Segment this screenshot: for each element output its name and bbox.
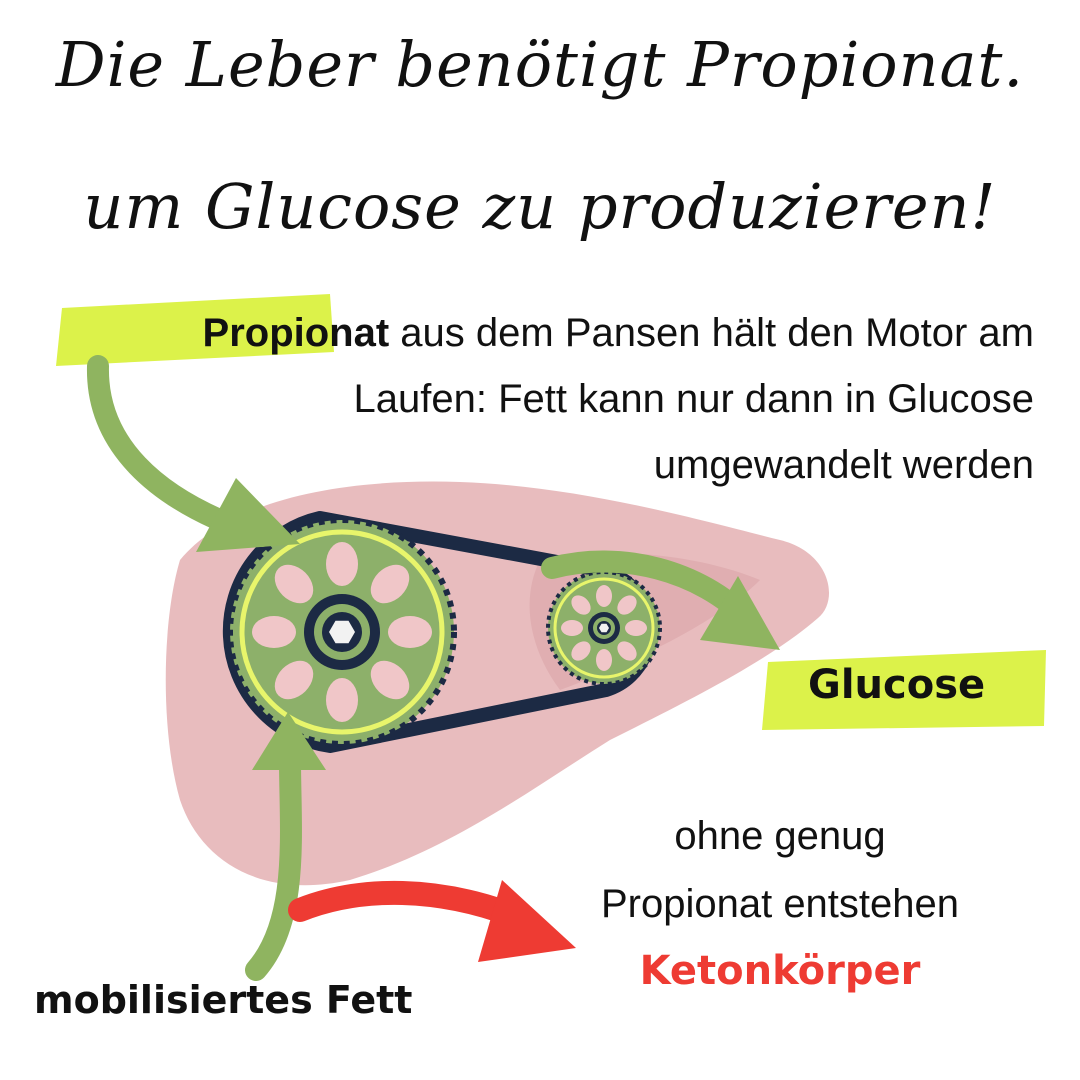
propionat-highlight <box>56 294 334 366</box>
glucose-highlight <box>762 650 1046 730</box>
intro-text: Propionat aus dem Pansen hält den Motor … <box>34 300 1034 498</box>
hex-nut-icon <box>329 620 355 644</box>
small-gear-icon <box>546 570 662 686</box>
glucose-label: Glucose <box>808 662 986 708</box>
note-line-1: ohne genug <box>674 814 886 858</box>
propionat-arrow <box>86 355 300 552</box>
title-line-1: Die Leber benötigt Propionat. <box>55 28 1025 101</box>
glucose-arrow <box>541 550 780 650</box>
large-gear-icon <box>227 517 457 747</box>
propionat-keyword: Propionat <box>202 311 390 355</box>
ketone-label: Ketonkörper <box>639 948 921 994</box>
intro-line-3: umgewandelt werden <box>653 443 1034 487</box>
ketone-arrow <box>288 880 576 962</box>
intro-line-1-rest: aus dem Pansen hält den Motor am <box>389 311 1034 355</box>
note-line-2: Propionat entstehen <box>600 882 960 926</box>
fat-arrow <box>245 712 326 981</box>
fat-label: mobilisiertes Fett <box>34 978 413 1022</box>
title-line-2: um Glucose zu produzieren! <box>83 170 997 243</box>
intro-line-2: Laufen: Fett kann nur dann in Glucose <box>353 377 1034 421</box>
intro-line-1: Propionat aus dem Pansen hält den Motor … <box>34 300 1034 366</box>
